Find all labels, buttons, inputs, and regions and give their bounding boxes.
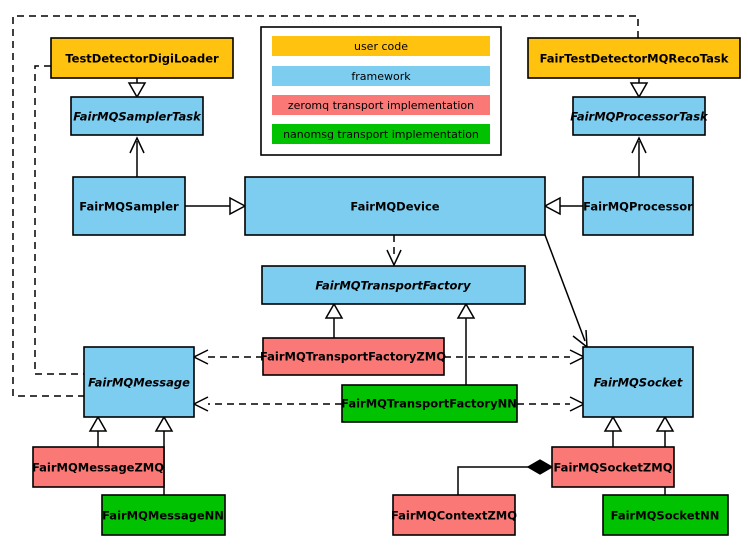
edge-messagezmq-message [88, 415, 108, 447]
legend: user code framework zeromq transport imp… [260, 26, 502, 156]
node-fairmqdevice[interactable]: FairMQDevice [244, 176, 546, 236]
edge-socketzmq-contextzmq [457, 459, 554, 495]
node-label-fairtestdetectormqrecotask: FairTestDetectorMQRecoTask [540, 52, 729, 66]
edge-recotask-processortask [629, 78, 649, 99]
legend-swatch-zeromq [272, 95, 490, 115]
node-fairmqmessagezmq[interactable]: FairMQMessageZMQ [32, 446, 165, 488]
legend-swatch-user-code [272, 36, 490, 56]
node-label-fairmqprocessortask: FairMQProcessorTask [570, 110, 709, 124]
node-label-fairmqtransportfactoryzmq: FairMQTransportFactoryZMQ [260, 350, 446, 364]
node-label-fairmqcontextzmq: FairMQContextZMQ [391, 509, 517, 523]
node-fairmqmessage[interactable]: FairMQMessage [83, 346, 195, 418]
edge-tfnn-message [192, 396, 342, 412]
node-fairmqsocket[interactable]: FairMQSocket [582, 346, 694, 418]
node-label-fairmqsocketnn: FairMQSocketNN [611, 509, 720, 523]
edge-tfzmq-transportfactory [324, 302, 344, 338]
edge-sampler-samplertask [129, 136, 145, 177]
edge-processor-device [543, 196, 583, 216]
node-fairmqtransportfactorynn[interactable]: FairMQTransportFactoryNN [341, 384, 518, 423]
node-fairmqsamplertask[interactable]: FairMQSamplerTask [70, 96, 204, 136]
edge-device-socket [544, 234, 588, 349]
edge-tfzmq-socket [444, 349, 586, 365]
node-label-fairmqmessagenn: FairMQMessageNN [102, 509, 224, 523]
node-fairmqsocketzmq[interactable]: FairMQSocketZMQ [551, 446, 675, 488]
node-label-fairmqprocessor: FairMQProcessor [583, 200, 693, 214]
node-label-fairmqsocket: FairMQSocket [594, 376, 683, 390]
edge-tfzmq-message [192, 349, 263, 365]
node-label-fairmqdevice: FairMQDevice [350, 200, 439, 214]
node-fairmqprocessor[interactable]: FairMQProcessor [582, 176, 694, 236]
node-label-fairmqtransportfactory: FairMQTransportFactory [315, 279, 471, 293]
legend-label-user-code: user code [354, 40, 408, 53]
edge-digiloader-samplertask [127, 78, 147, 99]
legend-label-zeromq: zeromq transport implementation [288, 99, 474, 112]
node-label-fairmqsampler: FairMQSampler [79, 200, 179, 214]
edge-socketzmq-socket [603, 415, 623, 447]
node-label-fairmqsocketzmq: FairMQSocketZMQ [554, 461, 673, 475]
node-layer: TestDetectorDigiLoader FairTestDetectorM… [32, 37, 741, 536]
node-fairmqsocketnn[interactable]: FairMQSocketNN [602, 494, 729, 536]
node-testdetectordigiloader[interactable]: TestDetectorDigiLoader [50, 37, 234, 79]
legend-swatch-nanomsg [272, 124, 490, 144]
node-fairmqtransportfactory[interactable]: FairMQTransportFactory [261, 265, 526, 305]
node-label-testdetectordigiloader: TestDetectorDigiLoader [65, 52, 219, 66]
legend-swatch-framework [272, 66, 490, 86]
node-label-fairmqtransportfactorynn: FairMQTransportFactoryNN [341, 397, 517, 411]
edge-processor-processortask [631, 136, 647, 177]
node-fairmqmessagenn[interactable]: FairMQMessageNN [101, 494, 226, 536]
legend-label-nanomsg: nanomsg transport implementation [283, 128, 479, 141]
node-fairtestdetectormqrecotask[interactable]: FairTestDetectorMQRecoTask [527, 37, 741, 79]
node-fairmqtransportfactoryzmq[interactable]: FairMQTransportFactoryZMQ [260, 337, 446, 376]
edge-tfnn-transportfactory [456, 302, 476, 385]
node-label-fairmqmessage: FairMQMessage [88, 376, 190, 390]
node-fairmqsampler[interactable]: FairMQSampler [72, 176, 186, 236]
node-fairmqcontextzmq[interactable]: FairMQContextZMQ [391, 494, 517, 536]
edge-device-transportfactory [386, 235, 402, 267]
node-fairmqprocessortask[interactable]: FairMQProcessorTask [570, 96, 709, 136]
node-label-fairmqmessagezmq: FairMQMessageZMQ [32, 461, 164, 475]
edge-tfnn-socket [517, 396, 586, 412]
edge-sampler-device [185, 196, 247, 216]
legend-label-framework: framework [351, 70, 411, 83]
node-label-fairmqsamplertask: FairMQSamplerTask [73, 110, 202, 124]
